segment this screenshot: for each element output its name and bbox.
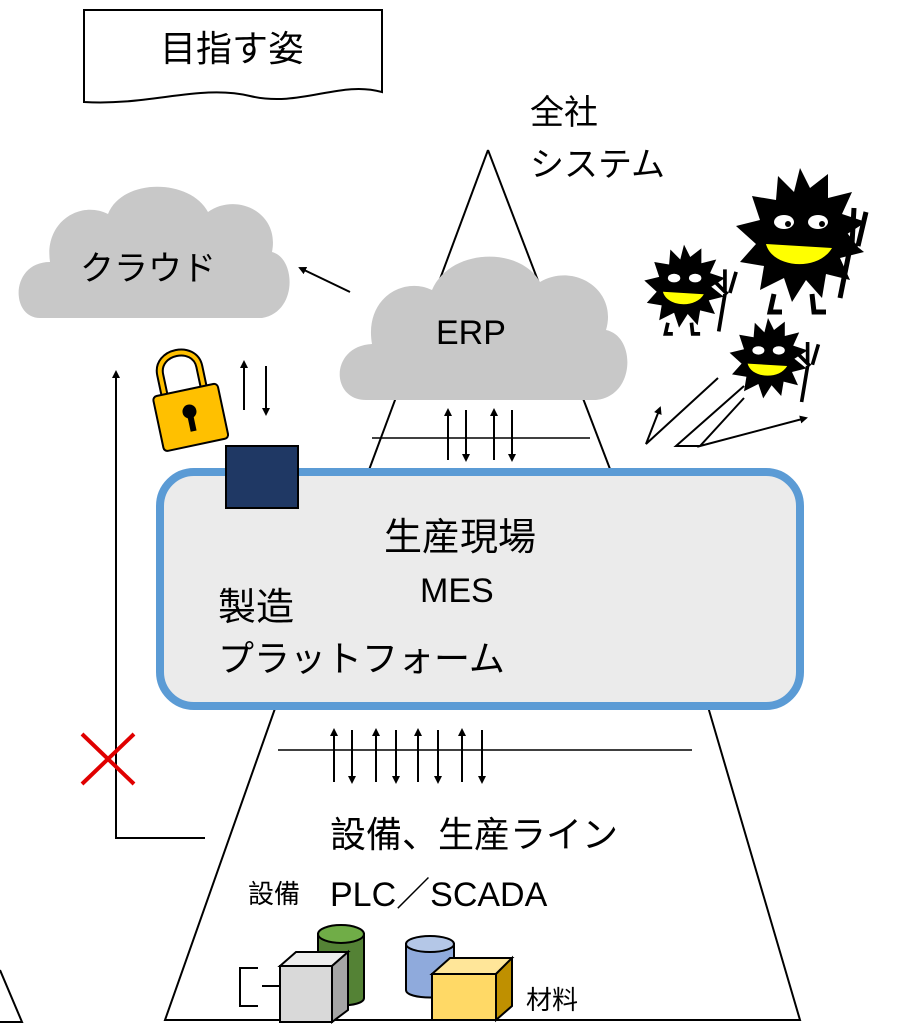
erp-to-cloud-arrow <box>298 266 351 293</box>
cloud-sync-arrows <box>240 360 270 416</box>
material-group <box>405 935 515 1023</box>
partial-pyramid-edge <box>0 969 24 1023</box>
gateway-icon <box>225 445 299 509</box>
attack-arrows <box>645 377 808 448</box>
platform-title: 生産現場 <box>384 515 537 559</box>
direct-cloud-path <box>112 370 205 839</box>
field-control-label: PLC／SCADA <box>330 876 548 914</box>
lock-icon <box>152 348 230 452</box>
platform-box <box>156 468 804 710</box>
virus-icon <box>729 318 821 403</box>
box-icon <box>277 949 351 1024</box>
banner-shape <box>83 9 383 104</box>
field-sync-arrows <box>330 728 486 784</box>
erp-label: ERP <box>436 314 506 352</box>
blocked-icon <box>80 732 136 786</box>
platform-side-line2: プラットフォーム <box>218 639 505 680</box>
virus-icon <box>644 244 738 336</box>
field-title: 設備、生産ライン <box>330 815 619 856</box>
enterprise-label-line1: 全社 <box>530 93 598 133</box>
platform-side-line1: 製造 <box>218 585 295 629</box>
banner-title: 目指す姿 <box>160 29 305 70</box>
virus-icon <box>736 168 869 315</box>
cloud-label: クラウド <box>80 249 216 289</box>
erp-sync-arrows <box>444 408 516 462</box>
box-icon <box>429 955 515 1023</box>
erp-cloud-icon <box>339 256 628 400</box>
equipment-label: 設備 <box>248 880 301 910</box>
equipment-group <box>239 924 365 1024</box>
material-label: 材料 <box>526 986 579 1016</box>
platform-subtitle: MES <box>420 572 494 610</box>
enterprise-label-line2: システム <box>530 145 665 185</box>
cloud-icon <box>18 186 290 318</box>
